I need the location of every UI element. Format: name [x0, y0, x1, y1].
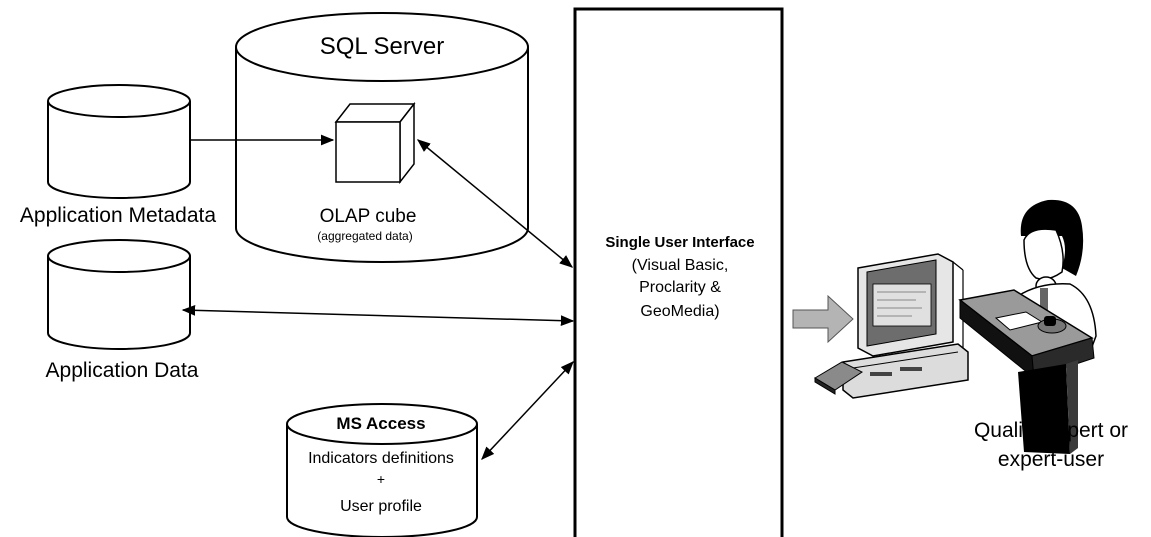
olap-cube-title: OLAP cube — [320, 206, 417, 227]
interface-line3: GeoMedia) — [640, 303, 719, 320]
interface-line2: Proclarity & — [639, 279, 721, 296]
block-arrow-icon — [792, 294, 854, 344]
application-metadata-cylinder — [47, 84, 191, 199]
ms-access-cylinder — [286, 403, 478, 537]
quality-expert-person-icon — [958, 199, 1097, 454]
olap-cube-icon — [334, 101, 416, 185]
interface-title: Single User Interface — [605, 234, 754, 251]
ms-access-line1: Indicators definitions — [308, 450, 454, 467]
olap-cube-subtitle: (aggregated data) — [317, 229, 412, 243]
ms-access-title: MS Access — [336, 414, 425, 433]
ms-access-line3: User profile — [340, 498, 422, 515]
access-interface-arrow — [481, 361, 574, 460]
ms-access-line2: + — [377, 471, 385, 487]
user-label-line1: Quality expert or — [974, 419, 1128, 442]
computer-workstation-icon — [814, 253, 969, 399]
application-data-label: Application Data — [46, 359, 199, 382]
application-data-cylinder — [47, 239, 191, 350]
sql-server-title: SQL Server — [320, 33, 445, 60]
interface-line1: (Visual Basic, — [632, 257, 729, 274]
olap-interface-arrow — [416, 139, 574, 268]
user-label-line2: expert-user — [998, 448, 1104, 471]
appdata-interface-arrow — [181, 304, 575, 327]
application-metadata-label: Application Metadata — [20, 204, 216, 227]
single-user-interface-box — [573, 7, 784, 537]
